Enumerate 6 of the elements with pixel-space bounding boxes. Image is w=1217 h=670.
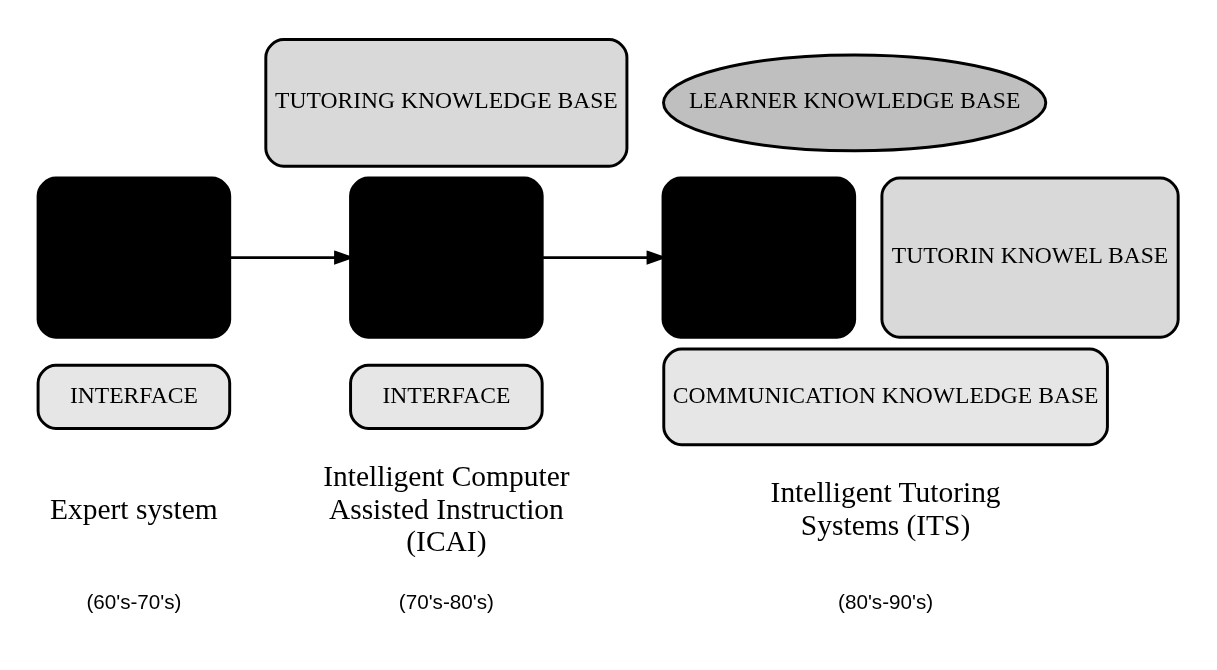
label: Expert system xyxy=(50,492,218,525)
label: Intelligent Tutoring Systems (ITS) xyxy=(770,476,1001,541)
label: Intelligent Computer Assisted Instruction (ICAI) xyxy=(323,460,570,557)
label: (60's-70's) xyxy=(86,590,182,614)
label: (70's-80's) xyxy=(398,590,494,614)
label: (80's-90's) xyxy=(838,590,934,614)
